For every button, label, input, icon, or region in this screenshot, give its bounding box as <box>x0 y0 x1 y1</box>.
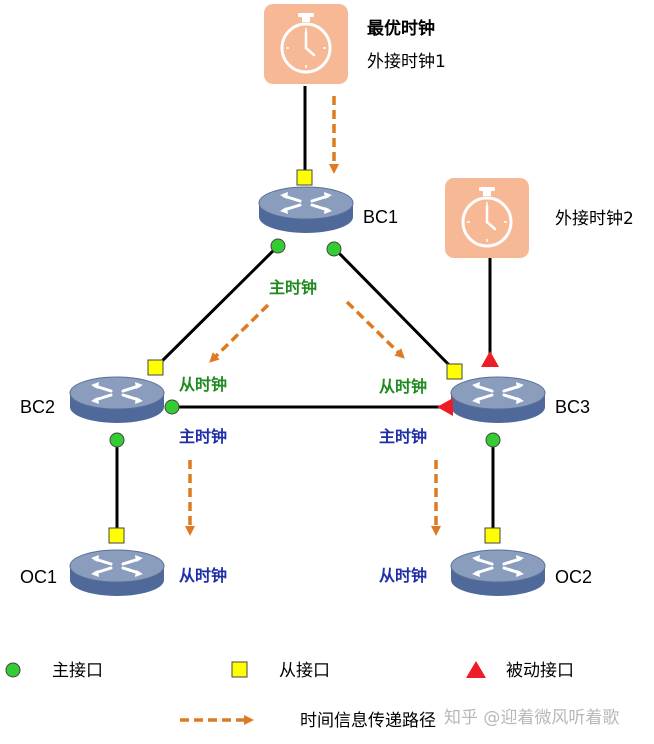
label-oc2: OC2 <box>555 567 592 587</box>
router-bc1 <box>257 185 355 235</box>
router-oc1 <box>68 548 166 598</box>
external-clock-1-label: 外接时钟1 <box>367 52 446 72</box>
link-bc1-bc2 <box>153 244 280 370</box>
slave-port-bc2 <box>147 359 164 376</box>
legend-slave-port-label: 从接口 <box>279 661 330 681</box>
master-port-bc1-left <box>270 238 286 254</box>
ports <box>108 169 501 544</box>
passive-port-bc3-top <box>481 351 499 367</box>
passive-port-bc3-left <box>437 398 453 416</box>
links <box>115 86 495 533</box>
arrow-bc1-to-bc3 <box>345 300 405 359</box>
slave-port-oc1 <box>108 527 125 544</box>
master-port-bc1-right <box>326 241 342 257</box>
role-oc2-slave: 从时钟 <box>379 566 427 585</box>
role-bc1-master: 主时钟 <box>269 278 317 297</box>
role-bc2-slave: 从时钟 <box>179 375 227 394</box>
legend-slave-port-icon <box>231 661 248 678</box>
master-port-bc3-bottom <box>485 432 501 448</box>
legend: 主接口 从接口 被动接口 时间信息传递路径 <box>5 661 574 731</box>
watermark: 知乎 @迎着微风听着歌 <box>444 708 619 728</box>
role-oc1-slave: 从时钟 <box>179 566 227 585</box>
router-oc2 <box>449 548 547 598</box>
legend-time-path-label: 时间信息传递路径 <box>300 711 436 731</box>
legend-passive-port-icon <box>466 661 486 678</box>
label-bc1: BC1 <box>363 207 398 227</box>
label-oc1: OC1 <box>20 567 57 587</box>
link-bc1-bc3 <box>332 246 457 373</box>
best-clock-title: 最优时钟 <box>367 18 435 39</box>
role-bc3-master: 主时钟 <box>379 427 427 446</box>
slave-port-oc2 <box>484 527 501 544</box>
router-bc3 <box>449 375 547 425</box>
legend-master-port-label: 主接口 <box>52 661 103 681</box>
arrow-bc1-to-bc2 <box>209 303 270 363</box>
slave-port-bc1 <box>296 169 313 186</box>
label-bc3: BC3 <box>555 397 590 417</box>
time-path-arrows <box>185 96 441 536</box>
legend-master-port-icon <box>5 662 21 678</box>
master-port-bc2-right <box>164 399 180 415</box>
label-bc2: BC2 <box>20 397 55 417</box>
external-clock-2-label: 外接时钟2 <box>555 209 634 229</box>
slave-port-bc3 <box>446 363 463 380</box>
role-bc2-master: 主时钟 <box>179 427 227 446</box>
external-clock-2 <box>443 176 531 260</box>
router-bc2 <box>68 375 166 425</box>
role-bc3-slave: 从时钟 <box>379 377 427 396</box>
master-port-bc2-bottom <box>109 432 125 448</box>
best-clock <box>262 2 350 86</box>
legend-passive-port-label: 被动接口 <box>506 661 574 681</box>
